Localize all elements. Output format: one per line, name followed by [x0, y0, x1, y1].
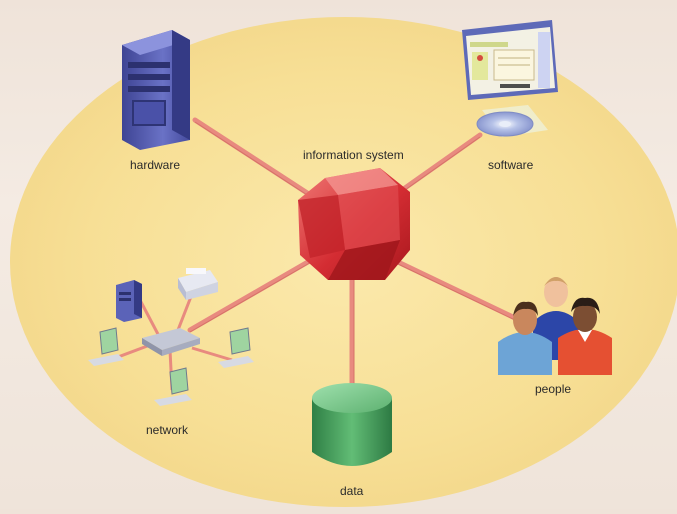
connectors — [187, 117, 518, 398]
connector-people — [395, 259, 518, 321]
database-cylinder-icon — [312, 383, 392, 466]
software-window-disc-icon — [462, 20, 558, 137]
connector-software — [392, 132, 483, 198]
software-label: software — [488, 158, 534, 172]
people-label: people — [535, 382, 572, 396]
network-label: network — [146, 423, 189, 437]
connector-hardware — [192, 117, 321, 203]
network-devices-icon — [88, 268, 254, 406]
data-label: data — [340, 484, 364, 498]
hardware-label: hardware — [130, 158, 181, 172]
connector-network — [187, 252, 323, 333]
information-system-hub-icon — [298, 168, 410, 280]
center-label: information system — [303, 148, 404, 162]
server-tower-icon — [122, 30, 190, 150]
people-group-icon — [498, 277, 612, 375]
